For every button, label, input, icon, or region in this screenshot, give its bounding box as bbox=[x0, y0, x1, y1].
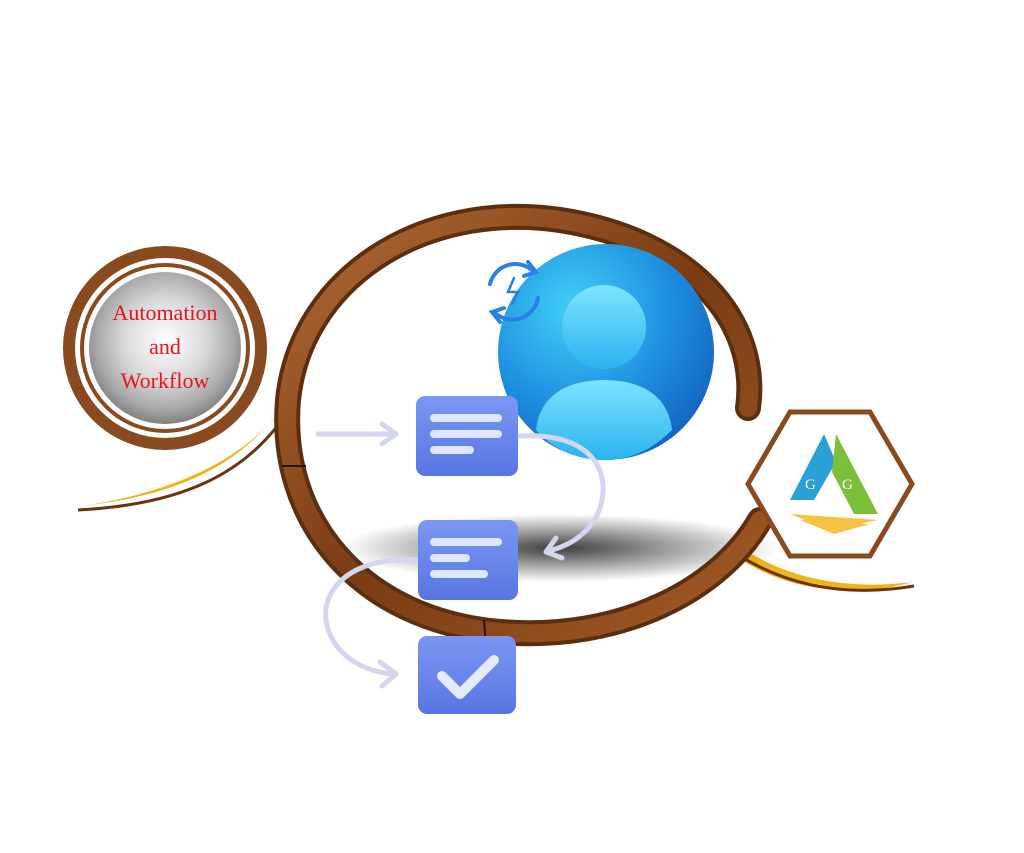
sync-icon bbox=[488, 260, 540, 324]
company-logo: G G G bbox=[745, 409, 915, 559]
arrow-icon bbox=[323, 557, 421, 689]
badge-line: Workflow bbox=[120, 368, 210, 393]
document-card-icon bbox=[416, 396, 518, 476]
gold-swoosh-right bbox=[742, 548, 912, 591]
document-card-icon bbox=[418, 520, 518, 600]
checkmark-icon bbox=[418, 636, 516, 714]
wooden-ring-highlight bbox=[278, 207, 769, 643]
brown-swoosh-right bbox=[739, 554, 915, 592]
arrow-icon bbox=[517, 433, 606, 561]
logo-letter: G bbox=[805, 477, 816, 493]
logo-letter: G bbox=[825, 504, 834, 519]
logo-letter: G bbox=[842, 477, 853, 493]
badge-silver-disc bbox=[89, 272, 241, 424]
arrow-icon bbox=[315, 421, 399, 447]
badge-title: Automation and Workflow bbox=[92, 296, 238, 398]
badge-line: and bbox=[149, 334, 181, 359]
badge-line: Automation bbox=[112, 300, 218, 325]
avatar-head bbox=[562, 285, 646, 369]
